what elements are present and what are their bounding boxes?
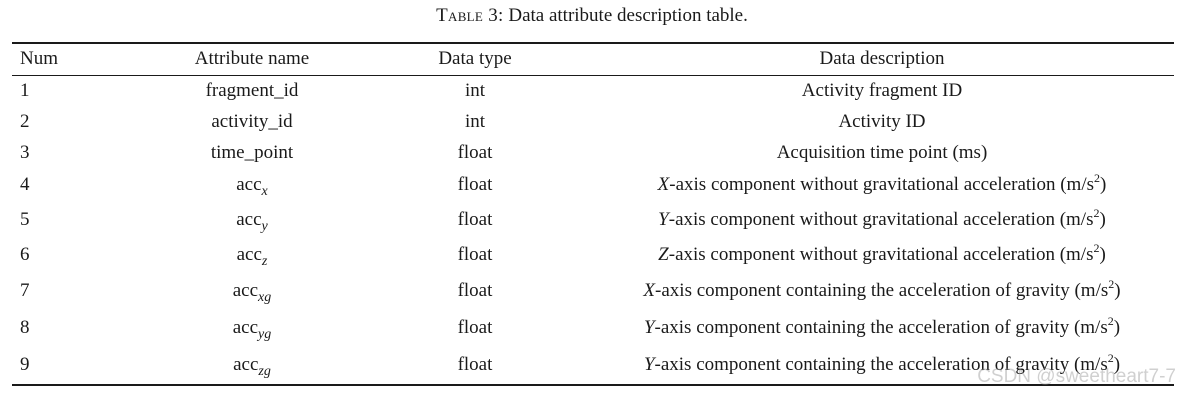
cell-data-type: int <box>464 111 486 132</box>
attribute-base: acc <box>236 209 262 230</box>
cell-data-type: float <box>457 244 493 265</box>
cell-data-description: Activity ID <box>838 111 926 132</box>
unit-exponent: 2 <box>1107 314 1114 328</box>
table-bottom-rule <box>12 384 1174 386</box>
cell-attribute-name: activity_id <box>132 107 372 137</box>
attribute-subscript: x <box>261 184 268 199</box>
table-caption-label: Table 3: <box>436 5 504 26</box>
cell-attribute-name: time_point <box>132 138 372 168</box>
cell-num: 3 <box>20 142 30 163</box>
unit-exponent: 2 <box>1093 241 1100 255</box>
table-row: 1 fragment_id int Activity fragment ID <box>12 76 1174 106</box>
table-caption-text: Data attribute description table. <box>508 5 748 26</box>
attribute-base: time_point <box>210 142 294 163</box>
attribute-subscript: zg <box>258 364 271 379</box>
header-data-type: Data type <box>438 48 512 69</box>
cell-num: 8 <box>20 317 30 338</box>
unit-close: ) <box>1113 317 1121 338</box>
attribute-base: acc <box>236 174 262 195</box>
header-num: Num <box>20 48 58 69</box>
description-text: -axis component containing the accelerat… <box>654 354 1108 375</box>
table-row: 8 accyg float Y-axis component containin… <box>12 313 1174 343</box>
cell-attribute-name: accx <box>132 170 372 200</box>
unit-close: ) <box>1099 244 1106 265</box>
cell-attribute-name: accz <box>132 240 372 270</box>
cell-data-description: Acquisition time point (ms) <box>776 142 988 163</box>
unit-exponent: 2 <box>1094 171 1100 185</box>
cell-data-description: Activity fragment ID <box>801 80 963 101</box>
table-row: 6 accz float Z-axis component without gr… <box>12 240 1174 270</box>
attribute-subscript: y <box>261 219 268 234</box>
table-row: 7 accxg float X-axis component containin… <box>12 276 1174 306</box>
cell-num: 6 <box>20 244 30 265</box>
cell-attribute-name: accxg <box>132 276 372 306</box>
attribute-subscript: xg <box>258 290 272 305</box>
cell-num: 5 <box>20 209 30 230</box>
table-row: 4 accx float X-axis component without gr… <box>12 170 1174 200</box>
axis-symbol: Y <box>643 354 655 375</box>
cell-data-description: Z-axis component without gravitational a… <box>592 240 1172 270</box>
cell-data-type: float <box>457 174 493 195</box>
unit-close: ) <box>1114 280 1121 301</box>
cell-attribute-name: fragment_id <box>132 76 372 106</box>
cell-data-type: float <box>457 354 493 375</box>
table-row: 5 accy float Y-axis component without gr… <box>12 205 1174 235</box>
axis-symbol: Z <box>658 244 669 265</box>
unit-close: ) <box>1099 209 1106 230</box>
axis-symbol: X <box>643 280 656 301</box>
cell-data-type: float <box>457 280 493 301</box>
cell-data-description: Y-axis component containing the accelera… <box>592 350 1172 380</box>
unit-exponent: 2 <box>1108 277 1115 291</box>
cell-data-description: Y-axis component without gravitational a… <box>592 205 1172 235</box>
description-text: -axis component without gravitational ac… <box>668 209 1094 230</box>
table-top-rule <box>12 42 1174 44</box>
table-header-row: Num Attribute name Data type Data descri… <box>12 45 1174 73</box>
cell-data-type: float <box>457 317 493 338</box>
description-text: -axis component containing the accelerat… <box>654 317 1108 338</box>
cell-data-type: int <box>464 80 486 101</box>
cell-attribute-name: acczg <box>132 350 372 380</box>
unit-exponent: 2 <box>1093 206 1100 220</box>
attribute-subscript: z <box>261 254 268 269</box>
header-data-description: Data description <box>819 48 945 69</box>
description-text: -axis component without gravitational ac… <box>668 244 1094 265</box>
description-text: -axis component containing the accelerat… <box>655 280 1109 301</box>
table-row: 9 acczg float Y-axis component containin… <box>12 350 1174 380</box>
table-caption: Table 3: Data attribute description tabl… <box>0 4 1184 28</box>
cell-num: 7 <box>20 280 30 301</box>
attribute-base: acc <box>232 317 259 338</box>
cell-data-description: X-axis component containing the accelera… <box>592 276 1172 306</box>
attribute-subscript: yg <box>258 327 272 342</box>
cell-attribute-name: accy <box>132 205 372 235</box>
unit-close: ) <box>1113 354 1121 375</box>
axis-symbol: X <box>657 174 670 195</box>
cell-attribute-name: accyg <box>132 313 372 343</box>
cell-num: 4 <box>20 174 30 195</box>
cell-data-type: float <box>457 142 493 163</box>
attribute-base: fragment_id <box>205 80 299 101</box>
unit-exponent: 2 <box>1107 351 1114 365</box>
unit-close: ) <box>1100 174 1107 195</box>
cell-data-description: Y-axis component containing the accelera… <box>592 313 1172 343</box>
cell-num: 2 <box>20 111 30 132</box>
axis-symbol: Y <box>658 209 669 230</box>
csdn-watermark: CSDN @sweetheart7-7 <box>977 366 1176 387</box>
table-header-rule <box>12 75 1174 76</box>
attribute-base: acc <box>232 280 259 301</box>
attribute-base: activity_id <box>211 111 293 132</box>
cell-num: 9 <box>20 354 30 375</box>
cell-num: 1 <box>20 80 30 101</box>
table-row: 2 activity_id int Activity ID <box>12 107 1174 137</box>
axis-symbol: Y <box>643 317 655 338</box>
table-row: 3 time_point float Acquisition time poin… <box>12 138 1174 168</box>
header-attribute-name: Attribute name <box>194 48 310 69</box>
cell-data-description: X-axis component without gravitational a… <box>592 170 1172 200</box>
cell-data-type: float <box>457 209 493 230</box>
attribute-base: acc <box>233 354 259 375</box>
attribute-base: acc <box>236 244 262 265</box>
description-text: -axis component without gravitational ac… <box>669 174 1094 195</box>
